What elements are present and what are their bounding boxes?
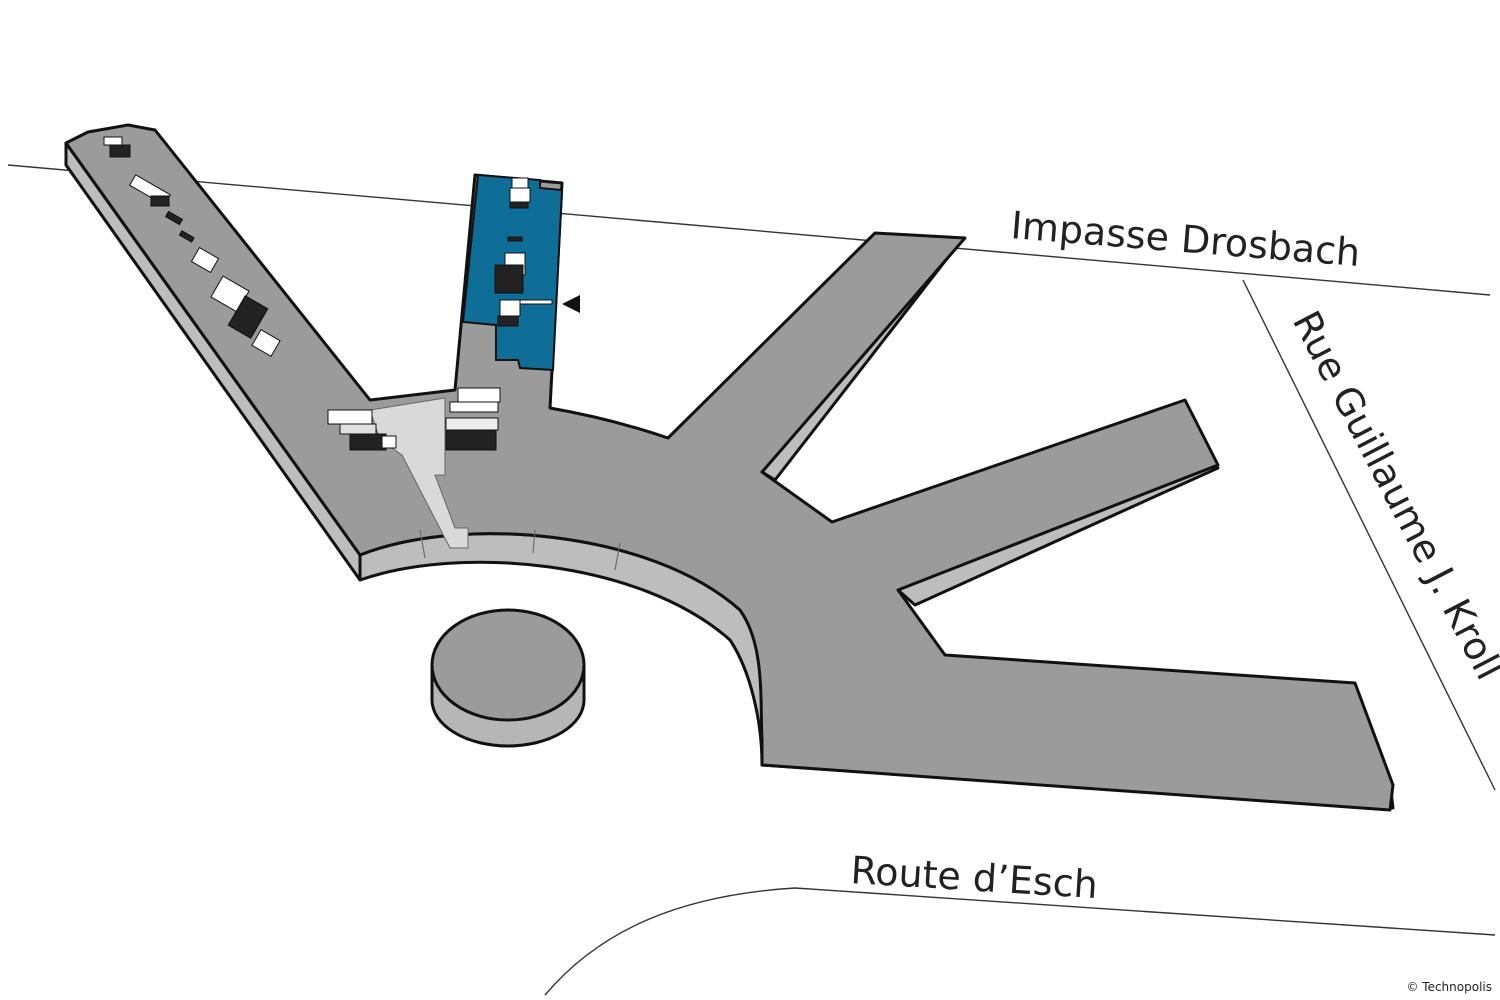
copyright-credit: © Technopolis [1406, 980, 1492, 994]
building-floor-plate[interactable] [64, 123, 1395, 812]
round-tower[interactable] [430, 608, 586, 748]
location-pointer-icon[interactable] [562, 295, 580, 313]
arc-segment-lines [419, 529, 621, 571]
room-blocks [103, 136, 553, 451]
street-label-route-esch: Route d’Esch [849, 848, 1099, 907]
route-esch-line [544, 887, 1496, 996]
street-label-impasse-drosbach: Impasse Drosbach [1009, 203, 1362, 275]
rue-kroll-line [1242, 279, 1496, 791]
road-lines [7, 164, 1496, 996]
street-label-rue-kroll: Rue Guillaume J. Kroll [1284, 304, 1500, 687]
impasse-drosbach-line [7, 164, 1491, 296]
